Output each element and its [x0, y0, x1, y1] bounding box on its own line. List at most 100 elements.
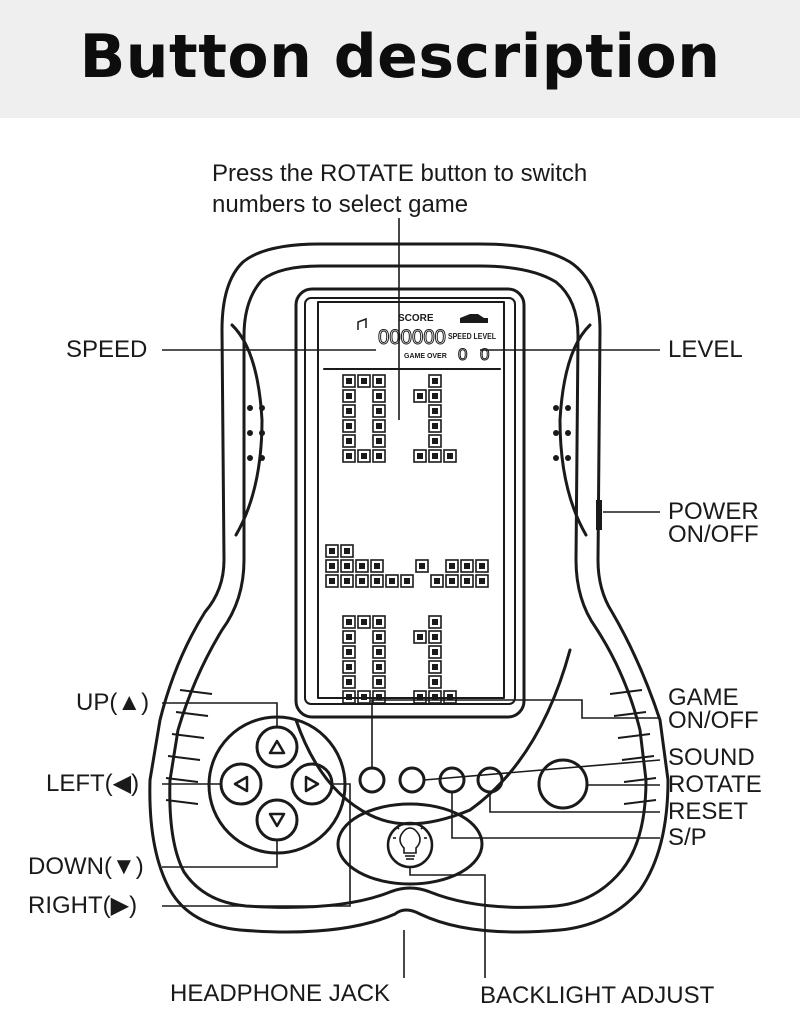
lcd-pixel-core [432, 694, 438, 700]
lcd-pixel [342, 404, 356, 418]
lcd-speed-value: 0 [458, 345, 467, 364]
lcd-pixel-core [376, 453, 382, 459]
label-sound: SOUND [668, 744, 755, 771]
lcd-game-over-label: GAME OVER [404, 353, 447, 360]
speaker-holes [247, 405, 571, 461]
lcd-pixel-core [346, 408, 352, 414]
lcd-pixel [342, 645, 356, 659]
lcd-pixel [475, 574, 489, 588]
lcd-pixel-core [432, 408, 438, 414]
lcd-pixel-art [325, 374, 489, 704]
lcd-pixel [325, 574, 339, 588]
sp-button[interactable] [438, 766, 466, 794]
reset-button[interactable] [476, 766, 504, 794]
lcd-pixel-core [344, 563, 350, 569]
lcd-pixel [413, 449, 427, 463]
lcd-pixel-core [419, 563, 425, 569]
lcd-pixel [428, 374, 442, 388]
lcd-pixel [342, 374, 356, 388]
lcd-pixel [372, 615, 386, 629]
lcd-pixel [428, 615, 442, 629]
page-title: Button description [79, 22, 721, 92]
lcd-pixel-core [346, 423, 352, 429]
dpad-right[interactable] [290, 762, 334, 806]
lcd-pixel [372, 660, 386, 674]
leader-right [162, 783, 351, 907]
lcd-pixel-core [374, 578, 380, 584]
leader-game [371, 699, 660, 768]
lcd-pixel [357, 690, 371, 704]
lcd-pixel-core [404, 578, 410, 584]
lcd-score-value: 000000 [378, 326, 446, 349]
lcd-pixel-core [464, 563, 470, 569]
lcd-pixel [342, 615, 356, 629]
lcd-pixel-core [464, 578, 470, 584]
lcd-pixel [428, 630, 442, 644]
lcd-pixel-core [432, 679, 438, 685]
backlight-button[interactable] [386, 821, 434, 869]
leader-down [162, 840, 278, 868]
label-headphone-jack: HEADPHONE JACK [170, 980, 391, 1007]
lcd-pixel [445, 574, 459, 588]
label-speed: SPEED [66, 336, 148, 363]
loop-curve [294, 648, 572, 826]
lcd-pixel-core [329, 548, 335, 554]
lcd-pixel [443, 690, 457, 704]
lcd-pixel [340, 559, 354, 573]
lcd-pixel-core [376, 679, 382, 685]
lcd-pixel-core [346, 393, 352, 399]
car-icon [460, 314, 488, 323]
lcd-pixel-core [376, 408, 382, 414]
lcd-pixel-core [376, 634, 382, 640]
arrow-right-icon [304, 775, 320, 793]
lcd-pixel-core [361, 694, 367, 700]
lcd-pixel-core [432, 423, 438, 429]
lcd-pixel [342, 675, 356, 689]
lcd-pixel [372, 434, 386, 448]
grip-ridges [165, 689, 657, 805]
lcd-pixel-core [432, 664, 438, 670]
lcd-pixel-core [479, 563, 485, 569]
lcd-pixel [342, 449, 356, 463]
lcd-pixel-core [374, 563, 380, 569]
lcd-pixel-core [449, 563, 455, 569]
dpad-up[interactable] [255, 725, 299, 769]
label-power: POWER ON/OFF [668, 498, 759, 548]
lcd-pixel-core [376, 664, 382, 670]
lcd-pixel [413, 630, 427, 644]
right-grip [558, 323, 592, 537]
lcd-pixel-core [361, 453, 367, 459]
lcd-pixel [372, 645, 386, 659]
label-power-line-1: POWER [668, 498, 759, 525]
label-power-line-2: ON/OFF [668, 521, 759, 548]
lcd-pixel [325, 559, 339, 573]
power-switch[interactable] [596, 500, 602, 530]
lcd-pixel [428, 675, 442, 689]
lcd-pixel [342, 690, 356, 704]
bulb-icon [393, 822, 427, 860]
lcd-pixel-core [361, 378, 367, 384]
lcd-score-label: SCORE [398, 313, 434, 324]
lcd-pixel [385, 574, 399, 588]
leader-up [162, 702, 278, 727]
leader-reset [489, 792, 660, 813]
lcd-pixel [342, 389, 356, 403]
lcd-pixel [370, 559, 384, 573]
lcd-pixel-core [432, 649, 438, 655]
arrow-down-icon [268, 812, 286, 828]
lcd-pixel [475, 559, 489, 573]
lcd-pixel [340, 544, 354, 558]
lcd-pixel-core [432, 378, 438, 384]
lcd-pixel [428, 645, 442, 659]
lcd-pixel [357, 615, 371, 629]
label-backlight-adjust: BACKLIGHT ADJUST [480, 982, 715, 1009]
game-button[interactable] [358, 766, 386, 794]
device-inner-outline [168, 264, 648, 909]
lcd-pixel-core [346, 619, 352, 625]
rotate-button[interactable] [537, 758, 589, 810]
dpad-left[interactable] [219, 762, 263, 806]
dpad-down[interactable] [255, 798, 299, 842]
sound-button[interactable] [398, 766, 426, 794]
instruction-text: Press the ROTATE button to switch number… [212, 158, 587, 220]
